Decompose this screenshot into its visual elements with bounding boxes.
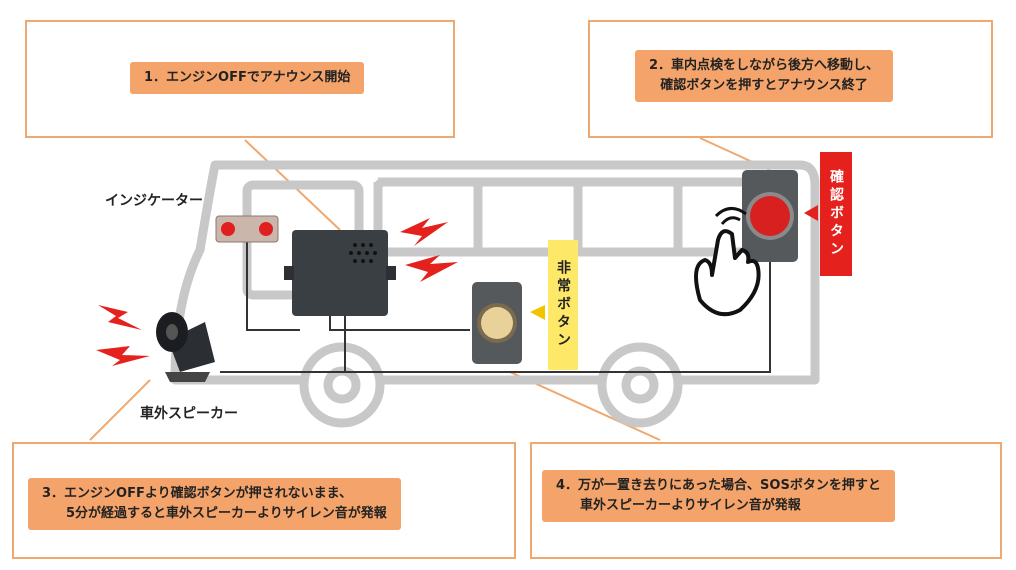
step1-line: 1．エンジンOFFでアナウンス開始 [144, 70, 351, 85]
emergency-button-label: 非常ボタン [548, 240, 578, 370]
step4-line1: 4．万が一置き去りにあった場合、SOSボタンを押すと [556, 478, 881, 493]
confirm-button-label: 確認ボタン [820, 152, 852, 276]
confirm-button-device [742, 170, 798, 262]
alert-bolts-speaker [96, 305, 150, 366]
step2-line1: 2．車内点検をしながら後方へ移動し、 [649, 58, 880, 73]
step3-text: 3．エンジンOFFより確認ボタンが押されないまま、 5分が経過すると車外スピーカ… [28, 478, 401, 530]
step2-line2: 確認ボタンを押すとアナウンス終了 [660, 78, 868, 93]
indicator-device [215, 215, 279, 243]
emergency-button-device [472, 282, 522, 364]
emergency-pointer-arrow [530, 305, 545, 320]
control-box [284, 230, 396, 316]
alert-bolts-box [400, 218, 458, 282]
tap-rings-icon [714, 207, 747, 225]
confirm-pointer-arrow [804, 205, 818, 221]
step4-text: 4．万が一置き去りにあった場合、SOSボタンを押すと 車外スピーカーよりサイレン… [542, 470, 895, 522]
wiring [220, 240, 771, 373]
indicator-label: インジケーター [105, 193, 203, 209]
step3-line2: 5分が経過すると車外スピーカーよりサイレン音が発報 [66, 506, 387, 521]
connector-step3 [89, 379, 151, 441]
speaker-device [156, 312, 215, 382]
step1-text: 1．エンジンOFFでアナウンス開始 [130, 62, 365, 94]
step4-line2: 車外スピーカーよりサイレン音が発報 [580, 498, 801, 513]
step2-text: 2．車内点検をしながら後方へ移動し、 確認ボタンを押すとアナウンス終了 [635, 50, 894, 102]
speaker-label: 車外スピーカー [140, 406, 238, 422]
wheels [299, 342, 683, 428]
hand-pointer-icon [694, 229, 761, 317]
step3-line1: 3．エンジンOFFより確認ボタンが押されないまま、 [42, 486, 353, 501]
